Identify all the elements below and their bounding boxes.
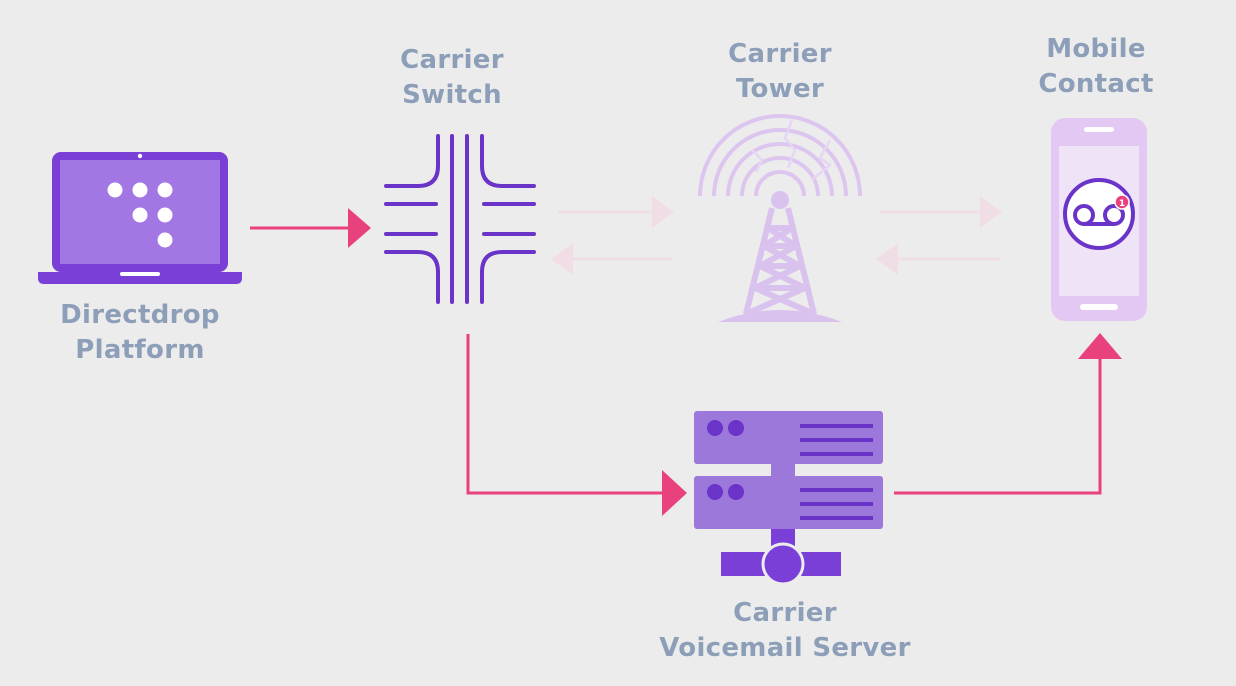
faded-arrow-mobile-to-tower — [876, 243, 1000, 275]
tower-icon — [698, 114, 862, 322]
server-icon — [694, 411, 883, 586]
phone-icon: 1 — [1051, 118, 1147, 321]
switch-icon — [384, 134, 536, 304]
faded-arrow-switch-to-tower — [558, 196, 674, 228]
faded-arrow-tower-to-mobile — [880, 196, 1002, 228]
faded-connectors — [551, 196, 1002, 275]
label-carrier-tower: Carrier Tower — [728, 39, 832, 104]
svg-text:1: 1 — [1119, 199, 1125, 209]
label-carrier-voicemail-server: Carrier Voicemail Server — [659, 598, 911, 663]
label-mobile-contact: Mobile Contact — [1038, 34, 1154, 99]
notification-badge: 1 — [1114, 194, 1130, 210]
arrow-switch-to-voicemail — [466, 334, 687, 516]
label-directdrop-platform: Directdrop Platform — [60, 300, 220, 365]
directdrop-logo — [107, 182, 173, 248]
voicemail-icon — [1063, 178, 1135, 250]
arrow-platform-to-switch — [250, 208, 371, 248]
arrow-voicemail-to-mobile — [894, 333, 1122, 495]
label-carrier-switch: Carrier Switch — [400, 45, 504, 110]
faded-arrow-tower-to-switch — [551, 243, 672, 275]
laptop-icon — [38, 152, 242, 284]
